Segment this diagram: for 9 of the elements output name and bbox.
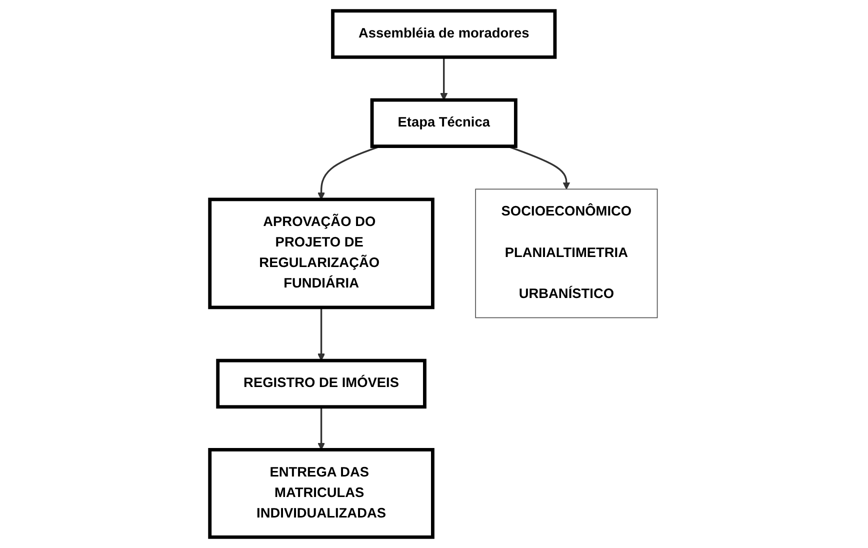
node-box: Assembléia de moradores bbox=[331, 9, 558, 59]
node-box: ENTREGA DAS MATRICULAS INDIVIDUALIZADAS bbox=[208, 448, 435, 539]
arrow bbox=[318, 307, 326, 361]
node-box: Etapa Técnica bbox=[370, 98, 518, 148]
arrow bbox=[440, 57, 448, 100]
node-box: REGISTRO DE IMÓVEIS bbox=[216, 358, 427, 409]
arrow bbox=[318, 406, 326, 450]
node-box: APROVAÇÃO DO PROJETO DE REGULARIZAÇÃO FUNDIÁRIA bbox=[208, 198, 435, 310]
node-box: SOCIOECONÔMICO PLANIALTIMETRIA URBANÍSTICO bbox=[476, 188, 658, 318]
